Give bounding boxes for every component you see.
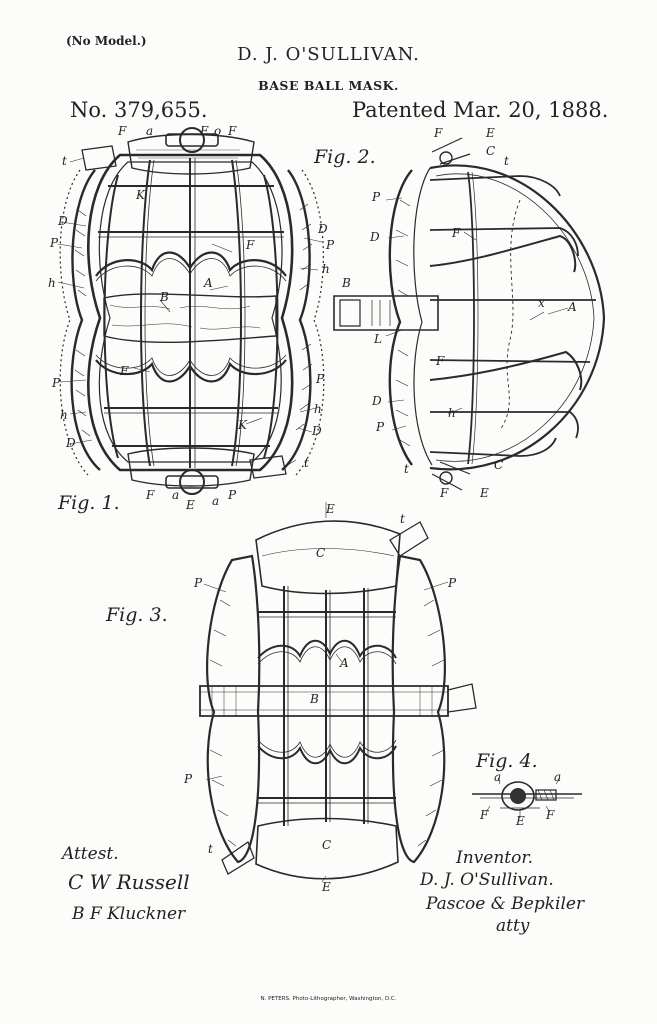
ref-a: a bbox=[212, 494, 220, 508]
ref-F: F bbox=[452, 226, 461, 240]
ref-F: F bbox=[146, 488, 155, 502]
ref-B: B bbox=[342, 276, 351, 290]
ref-F: F bbox=[228, 124, 237, 138]
ref-C: C bbox=[494, 458, 504, 472]
ref-F: F bbox=[440, 486, 449, 500]
ref-h: h bbox=[314, 402, 322, 416]
ref-D: D bbox=[66, 436, 76, 450]
ref-B: B bbox=[310, 692, 319, 706]
ref-t: t bbox=[404, 462, 409, 476]
witness-signature-1: C W Russell bbox=[68, 870, 190, 894]
ref-E: E bbox=[326, 502, 335, 516]
ref-F: F bbox=[434, 126, 443, 140]
ref-F: F bbox=[436, 354, 445, 368]
ref-h: h bbox=[448, 406, 456, 420]
ref-A: A bbox=[568, 300, 577, 314]
inventor-label: Inventor. bbox=[456, 848, 534, 868]
ref-P: P bbox=[448, 576, 457, 590]
ref-E: E bbox=[186, 498, 195, 512]
ref-K: K bbox=[238, 418, 247, 432]
model-note: (No Model.) bbox=[66, 34, 147, 48]
ref-F: F bbox=[120, 364, 129, 378]
ref-A: A bbox=[204, 276, 213, 290]
ref-P: P bbox=[194, 576, 203, 590]
witness-signature-2: B F Kluckner bbox=[72, 904, 186, 924]
ref-E: E bbox=[516, 814, 525, 828]
ref-E: E bbox=[480, 486, 489, 500]
ref-E: E bbox=[486, 126, 495, 140]
lithographer-credit: N. PETERS. Photo-Lithographer, Washingto… bbox=[260, 996, 397, 1002]
ref-P: P bbox=[184, 772, 193, 786]
ref-L: L bbox=[374, 332, 382, 346]
ref-C: C bbox=[316, 546, 326, 560]
ref-D: D bbox=[58, 214, 68, 228]
ref-a: a bbox=[172, 488, 180, 502]
ref-t: t bbox=[504, 154, 509, 168]
ref-t: t bbox=[208, 842, 213, 856]
ref-E: E bbox=[200, 124, 209, 138]
attest-label: Attest. bbox=[62, 844, 119, 864]
ref-A: A bbox=[340, 656, 349, 670]
ref-P: P bbox=[228, 488, 237, 502]
attorney-abbrev: atty bbox=[496, 916, 530, 936]
ref-h: h bbox=[322, 262, 330, 276]
inventor-signature: D. J. O'Sullivan. bbox=[420, 870, 554, 890]
ref-D: D bbox=[318, 222, 328, 236]
ref-F: F bbox=[118, 124, 127, 138]
ref-a: a bbox=[494, 770, 502, 784]
figure-2-caption: Fig. 2. bbox=[314, 146, 376, 168]
ref-h: h bbox=[60, 408, 68, 422]
ref-K: K bbox=[136, 188, 145, 202]
ref-o: o bbox=[214, 124, 222, 138]
ref-C: C bbox=[486, 144, 496, 158]
figure-3-caption: Fig. 3. bbox=[106, 604, 168, 626]
ref-P: P bbox=[316, 372, 325, 386]
ref-P: P bbox=[52, 376, 61, 390]
ref-C: C bbox=[322, 838, 332, 852]
ref-P: P bbox=[50, 236, 59, 250]
ref-t: t bbox=[62, 154, 67, 168]
ref-P: P bbox=[326, 238, 335, 252]
ref-t: t bbox=[400, 512, 405, 526]
patent-title: BASE BALL MASK. bbox=[258, 78, 399, 93]
patent-number: No. 379,655. bbox=[70, 98, 208, 122]
ref-x: x bbox=[538, 296, 545, 310]
ref-D: D bbox=[370, 230, 380, 244]
ref-F: F bbox=[480, 808, 489, 822]
ref-B: B bbox=[160, 290, 169, 304]
inventor-heading: D. J. O'SULLIVAN. bbox=[237, 44, 420, 65]
ref-F: F bbox=[546, 808, 555, 822]
ref-h: h bbox=[48, 276, 56, 290]
ref-F: F bbox=[246, 238, 255, 252]
ref-P: P bbox=[372, 190, 381, 204]
figure-1-caption: Fig. 1. bbox=[58, 492, 120, 514]
ref-t: t bbox=[304, 456, 309, 470]
ref-D: D bbox=[372, 394, 382, 408]
ref-E: E bbox=[322, 880, 331, 894]
ref-D: D bbox=[312, 424, 322, 438]
ref-a: a bbox=[146, 124, 154, 138]
ref-P: P bbox=[376, 420, 385, 434]
patent-date: Patented Mar. 20, 1888. bbox=[352, 98, 609, 122]
attorney-signature: Pascoe & Bepkiler bbox=[426, 894, 585, 914]
ref-a: a bbox=[554, 770, 562, 784]
figure-4-caption: Fig. 4. bbox=[476, 750, 538, 772]
